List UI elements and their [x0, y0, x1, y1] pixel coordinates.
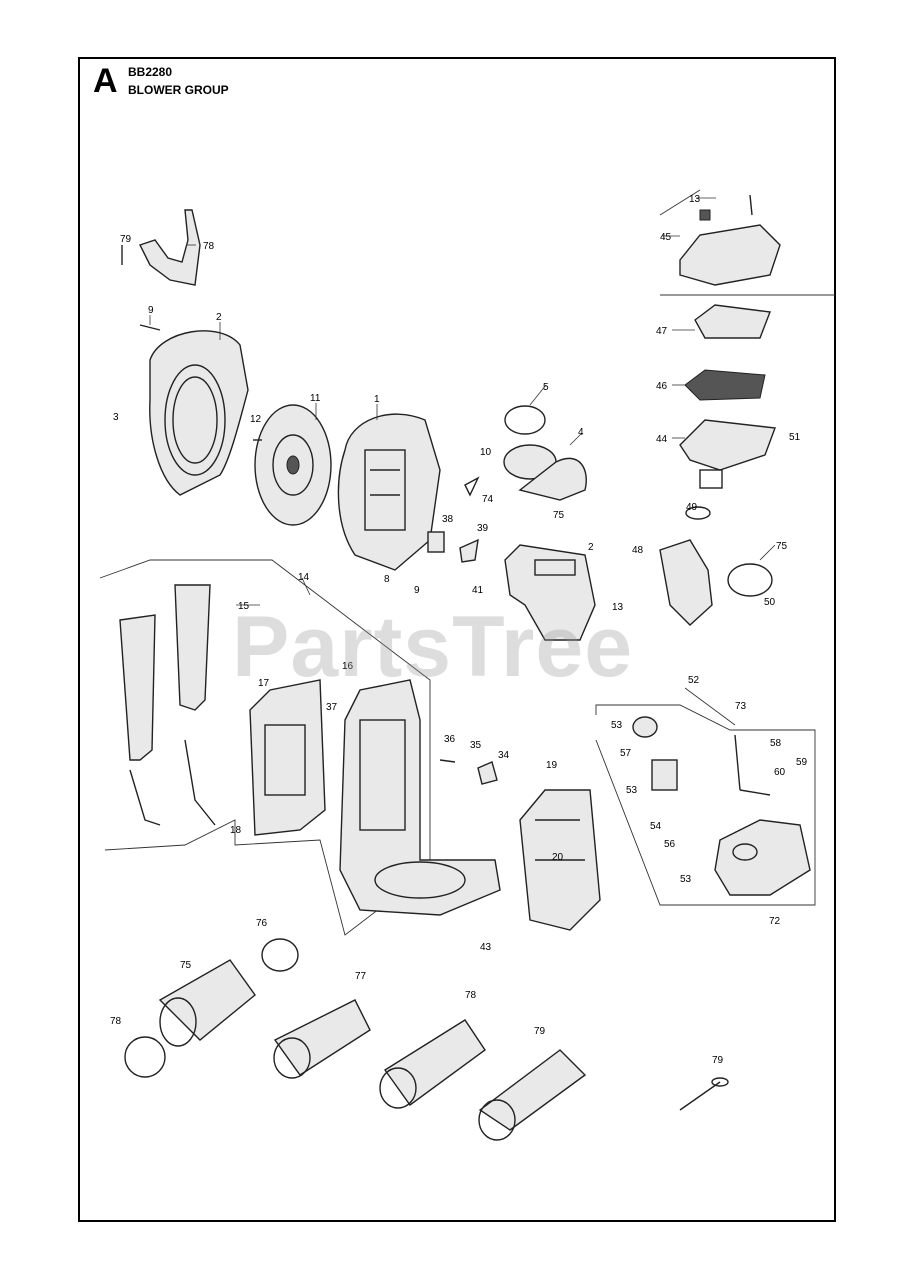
callout-37: 41: [472, 585, 484, 596]
diagram-frame: [78, 57, 836, 1222]
callout-6: 9: [148, 305, 154, 316]
callout-14: 14: [298, 572, 310, 583]
leader-lines: [149, 197, 776, 726]
callout-16: 16: [342, 661, 354, 672]
callout-48: 51: [789, 432, 801, 443]
blower-tubes: [124, 938, 729, 1141]
callout-59: 72: [769, 916, 781, 927]
callout-22: 79: [120, 234, 132, 245]
callout-50: 53: [680, 874, 692, 885]
model-number: BB2280: [128, 65, 173, 79]
air-filter-assembly: [679, 194, 781, 489]
callout-43: 46: [656, 381, 668, 392]
callout-12: 13: [689, 194, 701, 205]
callout-57: 59: [796, 757, 808, 768]
callout-39: 44: [656, 434, 668, 445]
engine-housing: [337, 413, 441, 571]
callout-72: 75: [553, 510, 565, 521]
callout-75b: 77: [355, 971, 367, 982]
air-filter-guide: [659, 189, 701, 216]
group-title: BLOWER GROUP: [128, 83, 229, 97]
callout-52: 53: [626, 785, 638, 796]
callout-76: 78: [465, 990, 477, 1001]
callout-1: 1: [374, 394, 380, 405]
callout-9: 9: [414, 585, 420, 596]
fan-wheel: [253, 404, 332, 526]
callout-71: 74: [482, 494, 494, 505]
callout-47: 50: [764, 597, 776, 608]
intake-duct: [659, 506, 773, 626]
frame-fittings: [439, 759, 498, 785]
callout-33: 36: [444, 734, 456, 745]
callout-41: 45: [660, 232, 672, 243]
callout-32: 35: [470, 740, 482, 751]
fuel-tank-group-outline: [595, 704, 816, 906]
callout-2: 2: [216, 312, 222, 323]
callout-75: 76: [256, 918, 268, 929]
callout-11: 12: [250, 414, 262, 425]
callout-labels: 79 78 9 2 3 12 11 1 5 4 10 74 75 38 39 2…: [110, 194, 808, 1066]
callout-10: 11: [310, 393, 321, 404]
small-fittings: [427, 476, 480, 563]
blower-cover: [504, 544, 596, 641]
fan-housing: [139, 324, 249, 496]
callout-4: 4: [578, 427, 584, 438]
callout-49: 52: [688, 675, 700, 686]
callout-18: 18: [230, 825, 242, 836]
callout-44: 47: [656, 326, 668, 337]
fuel-tank: [632, 716, 811, 896]
callout-73: 75: [776, 541, 788, 552]
callout-31: 34: [498, 750, 510, 761]
callout-8: 8: [384, 574, 390, 585]
callout-54: 57: [620, 748, 632, 759]
callout-34: 37: [326, 702, 338, 713]
callout-13: 13: [612, 602, 624, 613]
callout-45: 48: [632, 545, 644, 556]
callout-19: 19: [546, 760, 558, 771]
callout-53: 54: [650, 821, 662, 832]
backpack-frame: [339, 679, 501, 916]
elbow-seal: [503, 405, 587, 501]
callout-5: 5: [543, 382, 549, 393]
watermark-text: PartsTree: [232, 599, 634, 695]
callout-46: 49: [686, 502, 698, 513]
callout-2b: 2: [588, 542, 594, 553]
callout-60: 73: [735, 701, 747, 712]
engine-group-outline: [99, 559, 431, 936]
callout-35: 38: [442, 514, 454, 525]
back-plate: [249, 679, 326, 836]
callout-15: 15: [238, 601, 250, 612]
callout-51: 53: [611, 720, 623, 731]
callout-7: 10: [480, 447, 492, 458]
callout-53b: 56: [664, 839, 676, 850]
callout-17: 17: [258, 678, 270, 689]
harness-bracket: [121, 209, 201, 286]
callout-56: 58: [770, 738, 782, 749]
callout-36: 39: [477, 523, 489, 534]
section-letter: A: [93, 62, 118, 100]
callout-77: 79: [534, 1026, 546, 1037]
callout-21: 78: [203, 241, 215, 252]
callout-74: 75: [180, 960, 192, 971]
callout-3: 3: [113, 412, 119, 423]
callout-38: 43: [480, 942, 492, 953]
callout-79: 79: [712, 1055, 724, 1066]
callout-78: 78: [110, 1016, 122, 1027]
callout-20: 20: [552, 852, 564, 863]
heat-shield: [519, 789, 601, 931]
callout-58: 60: [774, 767, 786, 778]
shoulder-straps: [119, 584, 216, 826]
